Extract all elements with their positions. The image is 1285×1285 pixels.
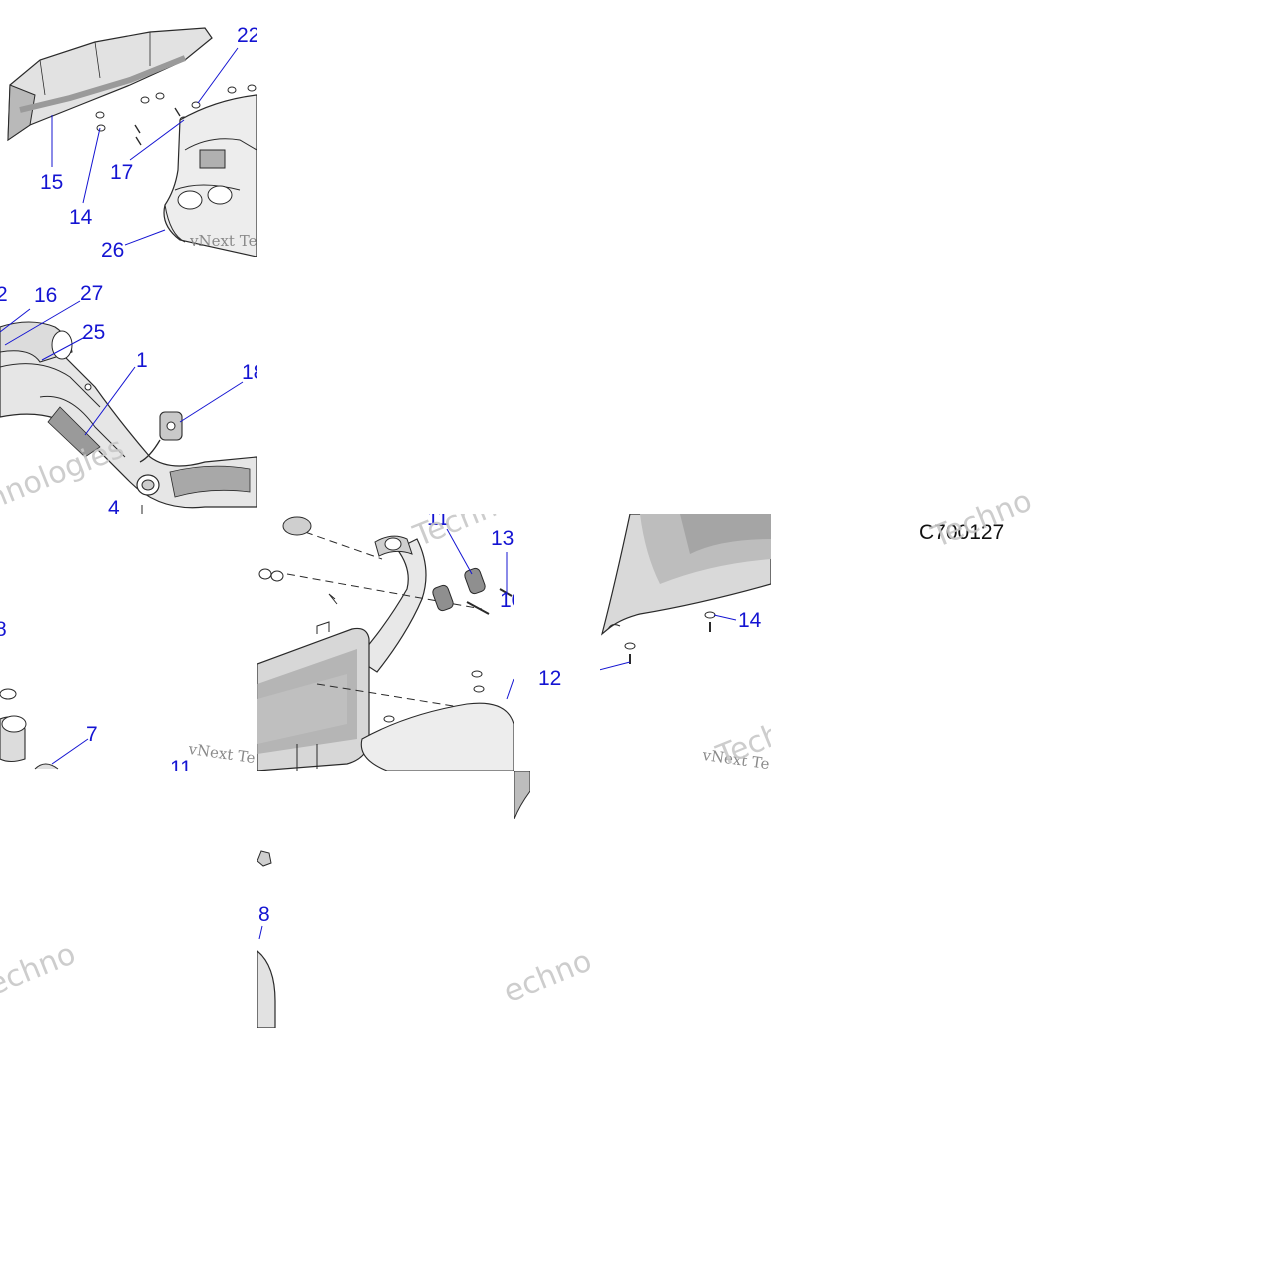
muffler-lower-drawing <box>257 850 276 1028</box>
callout-7[interactable]: 7 <box>86 723 98 746</box>
callout-8[interactable]: 8 <box>0 618 7 641</box>
callout-14[interactable]: 14 <box>738 609 762 632</box>
callout-14[interactable]: 14 <box>69 206 93 229</box>
figure-code: C700127 <box>919 521 1005 544</box>
watermark-fragment: vNext Te <box>190 232 257 250</box>
head-pipe-drawing <box>0 300 257 514</box>
shield-strip <box>514 771 530 819</box>
callout-2[interactable]: 2 <box>0 283 8 306</box>
callout-17[interactable]: 17 <box>110 161 134 184</box>
callout-11[interactable]: 11 <box>170 757 192 771</box>
left-lower-drawing <box>0 688 89 770</box>
callout-10[interactable]: 10 <box>500 589 514 612</box>
callout-22[interactable]: 22 <box>237 24 257 47</box>
callout-4[interactable]: 4 <box>108 497 120 514</box>
tile-muffler-shield: 14 vNext Te Techno <box>600 514 771 771</box>
tile-muffler: 11 13 10 Techno <box>257 514 514 771</box>
callout-11[interactable]: 11 <box>427 514 449 530</box>
tile-head-pipe: 2 16 27 25 1 18 4 hnologies <box>0 257 257 514</box>
muffler-drawing <box>257 516 514 771</box>
callout-25[interactable]: 25 <box>82 321 106 344</box>
tile-heat-shield: 22 15 17 14 26 vNext Te <box>0 0 257 257</box>
callout-8[interactable]: 8 <box>258 903 270 926</box>
callout-18[interactable]: 18 <box>242 361 257 384</box>
heat-shield-drawing <box>7 27 257 257</box>
tile-muffler-lower: 8 <box>257 771 514 1028</box>
muffler-shield-drawing <box>600 514 771 671</box>
callout-26[interactable]: 26 <box>101 239 125 257</box>
callout-16[interactable]: 16 <box>34 284 58 307</box>
manifold-part <box>163 94 257 257</box>
watermark-fragment: echno <box>0 936 81 1003</box>
callout-1[interactable]: 1 <box>136 349 148 372</box>
callout-27[interactable]: 27 <box>80 282 104 305</box>
shield-strip-drawing <box>514 771 530 819</box>
callout-12[interactable]: 12 <box>538 667 562 690</box>
callout-15[interactable]: 15 <box>40 171 64 194</box>
tile-left-lower: 8 7 11 vNext Te <box>0 514 257 771</box>
callout-13[interactable]: 13 <box>491 527 514 550</box>
